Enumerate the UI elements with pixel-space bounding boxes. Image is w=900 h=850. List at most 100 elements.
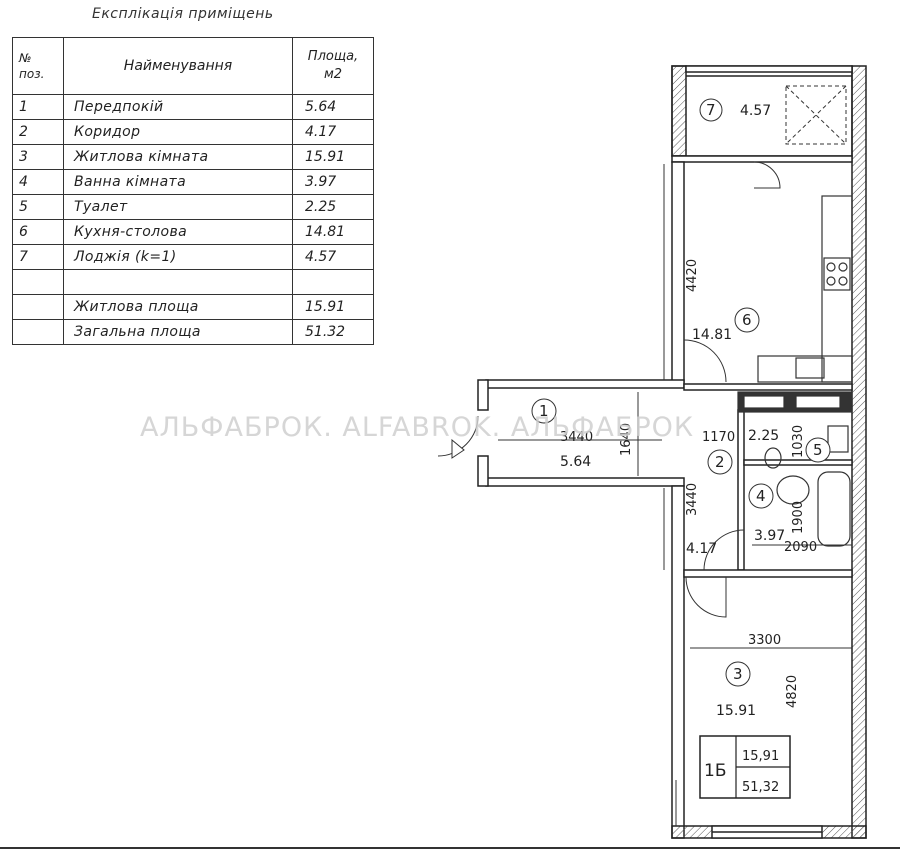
- row-number: 1: [12, 94, 64, 120]
- room-labels: 7 4.57 6 14.81 1 5.64 2.25 5 2 4.17 4 3.…: [531, 98, 831, 719]
- dim-1640: 1640: [619, 423, 634, 456]
- sink-icon: [795, 357, 825, 379]
- header-number-line1: №: [19, 51, 32, 65]
- room-number-5: 5: [813, 441, 823, 459]
- kitchen-counter: [737, 195, 853, 413]
- room-number-2: 2: [715, 453, 725, 471]
- room-area-6: 14.81: [692, 327, 732, 343]
- living-area-label: Житлова площа: [63, 294, 293, 320]
- ventilation-shaft: [785, 85, 847, 145]
- room-area-4: 3.97: [754, 528, 785, 544]
- header-area: Площа, м2: [292, 37, 374, 95]
- toilet-icon: [764, 447, 782, 469]
- door-entrance: [437, 415, 479, 457]
- header-area-line2: м2: [323, 67, 343, 82]
- dim-1900: 1900: [791, 501, 806, 534]
- dim-2090: 2090: [784, 540, 817, 555]
- dim-1030: 1030: [791, 425, 806, 458]
- row-number: 2: [12, 119, 64, 145]
- entrance-arrow-icon: [451, 438, 465, 459]
- room-number-6: 6: [742, 311, 752, 329]
- row-number: 4: [12, 169, 64, 195]
- explication-title: Експлікація приміщень: [92, 6, 274, 22]
- room-area-7: 4.57: [740, 103, 771, 119]
- total-area-value: 51.32: [292, 319, 374, 345]
- dim-3440-hall: 3440: [560, 430, 593, 445]
- entrance-jamb-bottom: [477, 455, 489, 487]
- room-area-2: 4.17: [686, 541, 717, 557]
- row-area: 4.17: [292, 119, 374, 145]
- room-area-3: 15.91: [716, 703, 756, 719]
- row-name: Передпокій: [63, 94, 293, 120]
- door-loggia: [753, 161, 781, 189]
- row-name: Житлова кімната: [63, 144, 293, 170]
- door-living: [685, 576, 727, 618]
- kitchen-wall-bottom: [683, 383, 853, 391]
- row-name: Ванна кімната: [63, 169, 293, 195]
- row-number: 3: [12, 144, 64, 170]
- bathroom-fixtures: [764, 425, 851, 547]
- row-area: 14.81: [292, 219, 374, 245]
- wc-cistern-icon: [827, 425, 849, 453]
- row-area: 3.97: [292, 169, 374, 195]
- room-number-1: 1: [539, 402, 549, 420]
- room-area-1: 5.64: [560, 454, 591, 470]
- dim-3300: 3300: [748, 633, 781, 648]
- dim-4420: 4420: [685, 259, 700, 292]
- apartment-stamp: 1Б 15,91 51,32: [699, 735, 791, 799]
- dim-1170: 1170: [702, 430, 735, 445]
- dimension-labels: 4420 3440 1640 1170 1030 3440 1900 2090 …: [560, 259, 817, 708]
- loggia-parapet: [685, 65, 853, 73]
- header-number-line2: поз.: [19, 67, 45, 81]
- wc-bath-partition: [743, 459, 853, 466]
- loggia-kitchen-wall: [671, 155, 853, 163]
- row-area: 15.91: [292, 144, 374, 170]
- table-header-row: № поз. Найменування Площа, м2: [12, 37, 374, 95]
- hall-wall-bottom: [485, 477, 685, 487]
- bathroom-wall-left: [737, 409, 745, 571]
- table-row-empty: [12, 269, 374, 295]
- dim-3440-corridor: 3440: [685, 483, 700, 516]
- stove-icon: [823, 257, 851, 291]
- room-number-3: 3: [733, 665, 743, 683]
- bathtub-icon: [817, 471, 851, 547]
- exterior-wall-right: [851, 65, 867, 839]
- living-wall-top: [683, 569, 853, 578]
- stamp-total-area: 51,32: [742, 780, 779, 795]
- stamp-living-area: 15,91: [742, 749, 779, 764]
- row-area: 2.25: [292, 194, 374, 220]
- dim-4820: 4820: [785, 675, 800, 708]
- washbasin-icon: [776, 475, 810, 505]
- header-number: № поз.: [12, 37, 64, 95]
- room-number-4: 4: [756, 487, 766, 505]
- room-number-7: 7: [706, 101, 716, 119]
- apartment-type: 1Б: [704, 761, 726, 781]
- kitchen-wall-left: [671, 161, 685, 383]
- watermark: АЛЬФАБРОК. ALFABROK. АЛЬФАБРОК: [140, 412, 694, 443]
- living-wall-left: [671, 485, 685, 839]
- loggia-wall-left: [671, 65, 687, 157]
- row-name: Лоджія (k=1): [63, 244, 293, 270]
- door-bathroom: [703, 529, 745, 571]
- total-area-label: Загальна площа: [63, 319, 293, 345]
- hall-wall-top: [485, 379, 685, 389]
- dimension-lines: [498, 164, 852, 826]
- door-kitchen: [683, 339, 727, 383]
- row-number: 6: [12, 219, 64, 245]
- living-area-value: 15.91: [292, 294, 374, 320]
- entrance-jamb-top: [477, 379, 489, 411]
- doors: [437, 161, 781, 618]
- row-area: 5.64: [292, 94, 374, 120]
- header-area-line1: Площа,: [307, 49, 359, 64]
- room-area-5: 2.25: [748, 428, 779, 444]
